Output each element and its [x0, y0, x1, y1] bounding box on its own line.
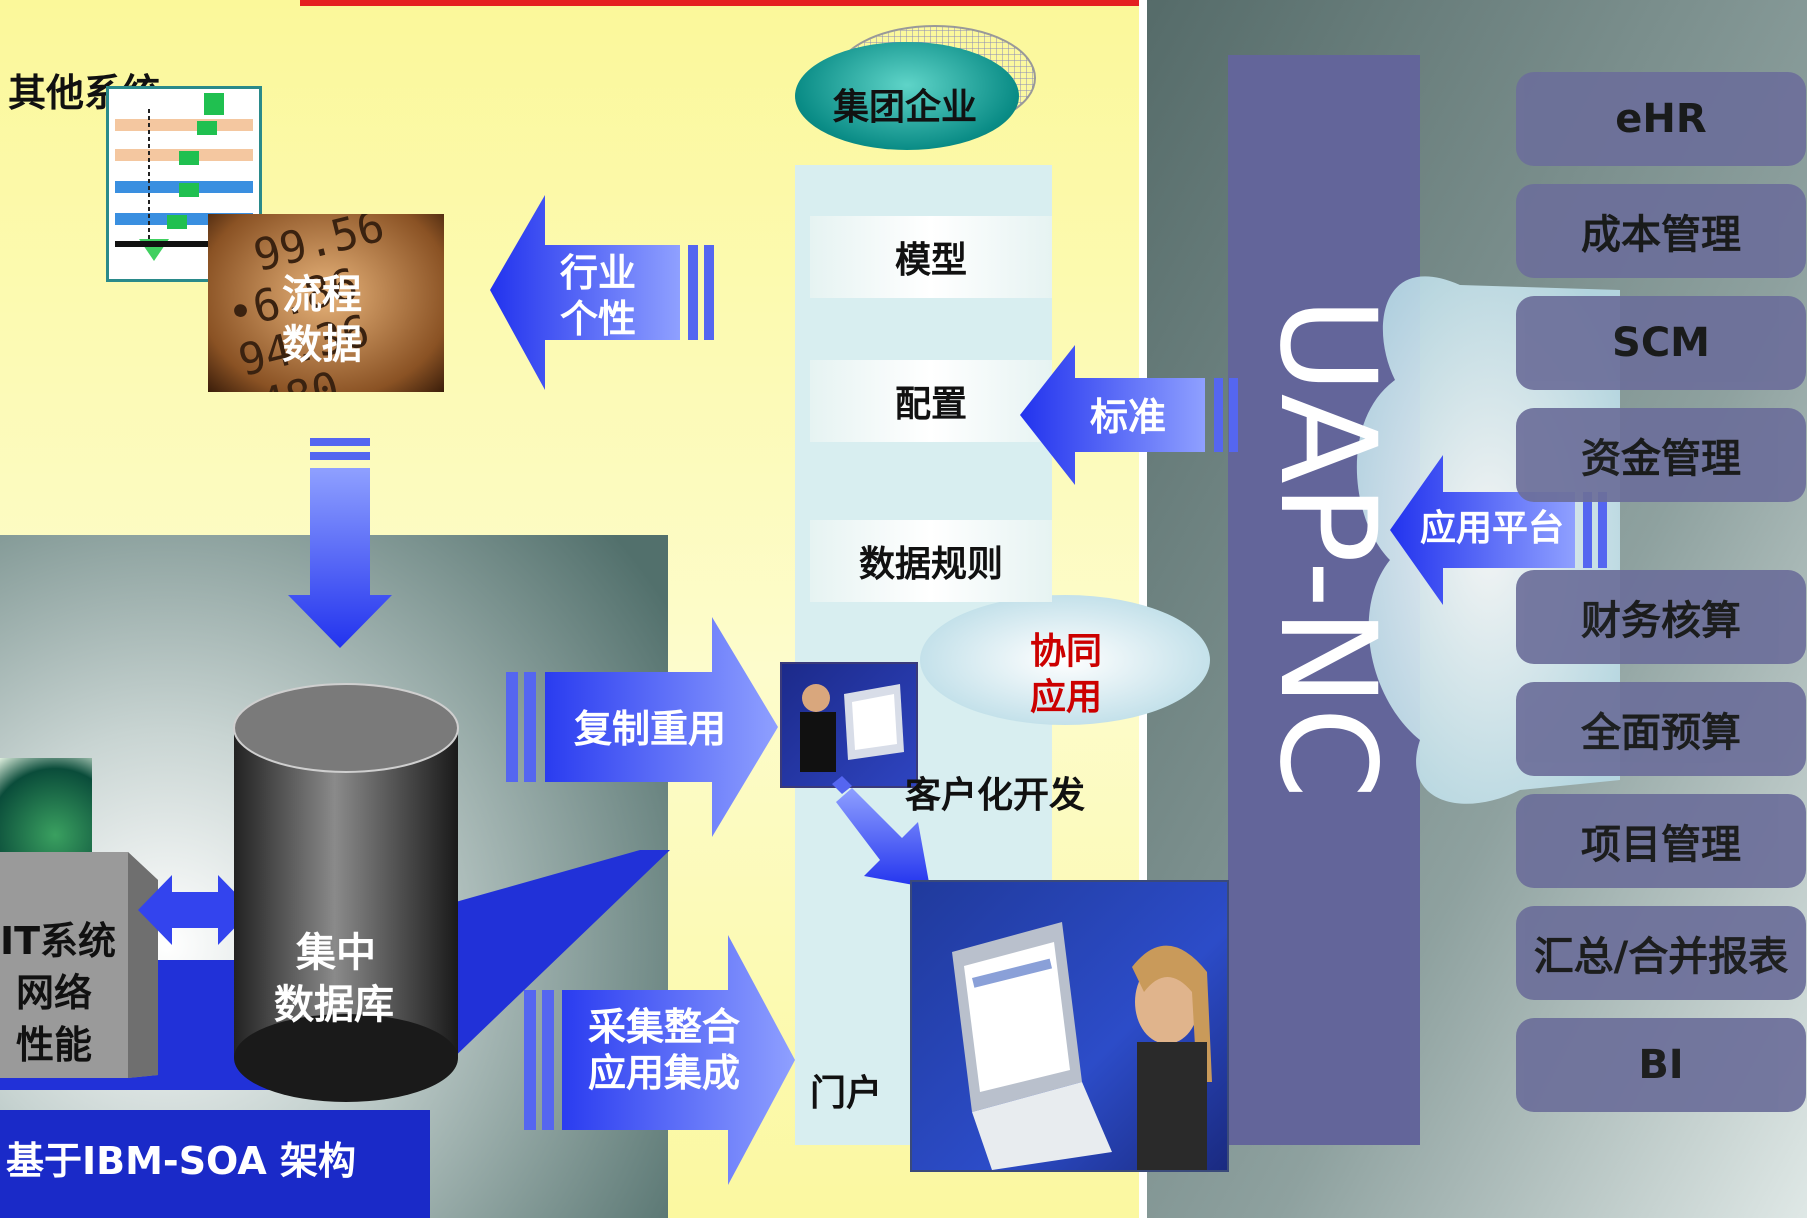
module-ehr: eHR — [1516, 72, 1806, 166]
layer-data-rules: 数据规则 — [810, 520, 1052, 602]
collect-integrate-label-2: 应用集成 — [588, 1051, 741, 1095]
layer-model: 模型 — [810, 216, 1052, 298]
collab-app-label-2: 应用 — [1030, 677, 1103, 718]
module-budgeting: 全面预算 — [1516, 682, 1806, 776]
it-box-label-2: 网络 — [16, 971, 93, 1015]
group-enterprise-ellipse — [795, 42, 1019, 150]
industry-arrow-label-1: 行业 — [560, 251, 637, 295]
layer-config: 配置 — [810, 360, 1052, 442]
central-db-label-1: 集中 — [296, 930, 376, 976]
group-enterprise-label: 集团企业 — [833, 87, 978, 128]
collab-app-label-1: 协同 — [1030, 631, 1103, 672]
industry-arrow-label-2: 个性 — [560, 297, 637, 341]
it-box-label-3: 性能 — [16, 1023, 93, 1067]
module-scm: SCM — [1516, 296, 1806, 390]
custom-dev-label: 客户化开发 — [905, 775, 1086, 816]
soa-base-label: 基于IBM-SOA 架构 — [6, 1139, 356, 1183]
module-consolidated-report: 汇总/合并报表 — [1516, 906, 1806, 1000]
app-platform-label: 应用平台 — [1420, 508, 1565, 549]
central-db-label-2: 数据库 — [274, 982, 394, 1028]
process-data-label-1: 流程 — [282, 272, 362, 318]
globe-image — [0, 758, 92, 868]
standard-arrow-label: 标准 — [1090, 395, 1167, 439]
module-treasury: 资金管理 — [1516, 408, 1806, 502]
copy-reuse-label: 复制重用 — [574, 707, 727, 751]
collect-integrate-label-1: 采集整合 — [588, 1005, 741, 1049]
developer-image — [780, 662, 918, 788]
module-accounting: 财务核算 — [1516, 570, 1806, 664]
module-bi: BI — [1516, 1018, 1806, 1112]
module-project-management: 项目管理 — [1516, 794, 1806, 888]
module-cost-management: 成本管理 — [1516, 184, 1806, 278]
process-data-label-2: 数据 — [282, 322, 362, 368]
process-data-image: 99.56 •6.86 94.36 480 — [208, 214, 444, 392]
portal-user-image — [910, 880, 1229, 1172]
it-box-label-1: IT系统 — [0, 919, 117, 963]
portal-label: 门户 — [810, 1073, 883, 1114]
